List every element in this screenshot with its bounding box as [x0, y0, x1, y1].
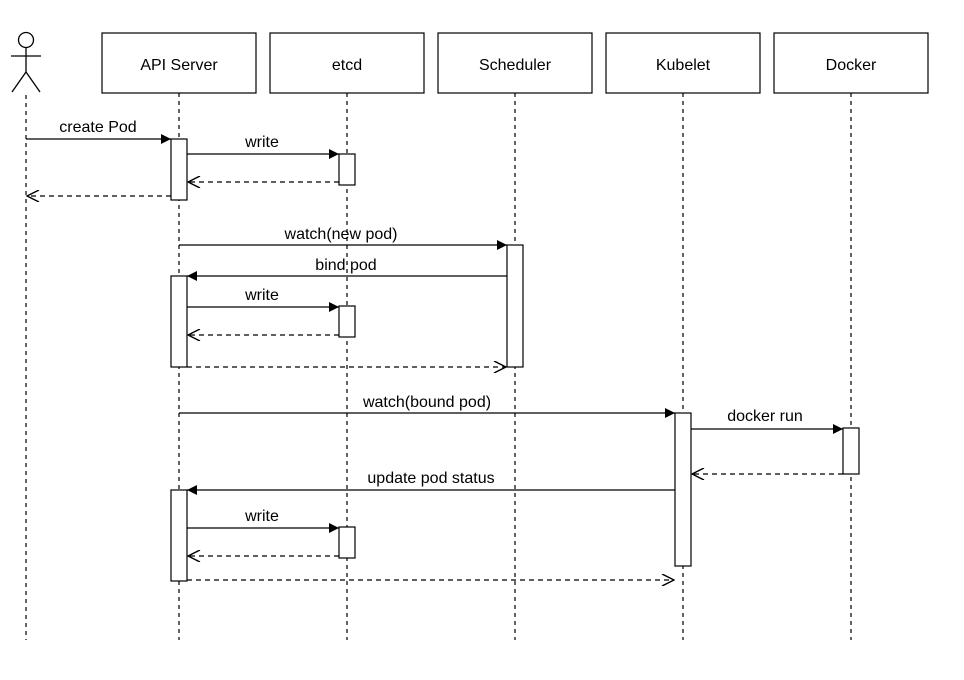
message-watch-new-pod-label: watch(new pod): [284, 226, 398, 243]
activation-docker: [842, 427, 860, 475]
participant-etcd: etcd: [269, 32, 425, 94]
message-docker-run-label: docker run: [727, 408, 803, 425]
message-watch-bound-pod-label: watch(bound pod): [362, 394, 491, 411]
participant-label-etcd: etcd: [332, 57, 362, 74]
activation-scheduler: [506, 244, 524, 368]
participant-label-scheduler: Scheduler: [479, 57, 552, 74]
participant-scheduler: Scheduler: [437, 32, 593, 94]
participant-docker: Docker: [773, 32, 929, 94]
participant-label-docker: Docker: [826, 57, 877, 74]
activation-api-server-1: [170, 138, 188, 201]
message-update-pod-status-label: update pod status: [367, 470, 494, 487]
activation-etcd-1: [338, 153, 356, 186]
message-create-pod-label: create Pod: [59, 119, 136, 136]
participant-label-kubelet: Kubelet: [656, 57, 711, 74]
participant-api-server: API Server: [101, 32, 257, 94]
message-bind-pod-label: bind pod: [315, 257, 376, 274]
activation-api-server-3: [170, 489, 188, 582]
participant-label-api-server: API Server: [140, 57, 218, 74]
message-write-1-label: write: [244, 134, 279, 151]
activation-api-server-2: [170, 275, 188, 368]
activation-etcd-2: [338, 305, 356, 338]
activation-etcd-3: [338, 526, 356, 559]
message-write-3-label: write: [244, 508, 279, 525]
message-write-2-label: write: [244, 287, 279, 304]
actor-user-icon: [11, 31, 41, 93]
participant-kubelet: Kubelet: [605, 32, 761, 94]
activation-kubelet: [674, 412, 692, 567]
